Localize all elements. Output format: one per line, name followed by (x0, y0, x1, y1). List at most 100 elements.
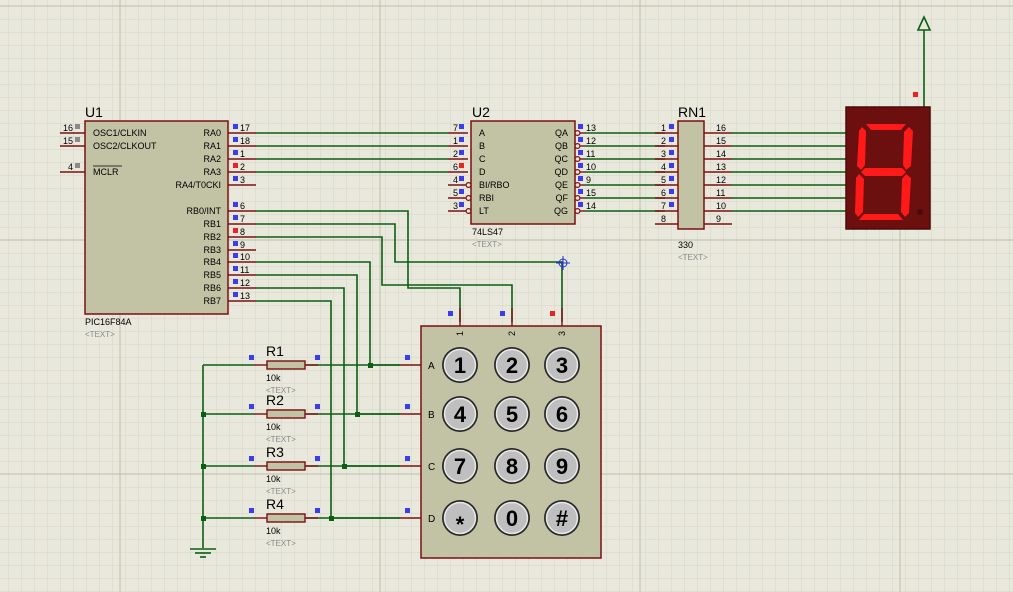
u1-pin-marker (233, 137, 238, 142)
u1-text-placeholder: <TEXT> (85, 330, 115, 339)
key-label: 4 (454, 402, 467, 427)
u2-pin-name: QB (555, 141, 568, 151)
keypad-pin-marker (405, 355, 410, 360)
key-button[interactable]: # (544, 500, 580, 536)
key-button[interactable]: 5 (494, 396, 530, 432)
u2-pin-number: 10 (586, 162, 596, 172)
u1-pin-marker (233, 176, 238, 181)
key-button[interactable]: 0 (494, 500, 530, 536)
u2-pin-name: QG (554, 206, 568, 216)
key-label: 5 (506, 402, 518, 427)
resistor-text-placeholder: <TEXT> (266, 539, 296, 548)
rn1-pin-number: 10 (716, 201, 726, 211)
u2-pin-name: A (479, 128, 485, 138)
seven-segment-display[interactable] (845, 106, 931, 230)
resistor-value-label: 10k (266, 373, 281, 383)
resistor-body (266, 360, 306, 370)
resistor-pin-marker (315, 456, 320, 461)
key-button[interactable]: 1 (442, 347, 478, 383)
keypad-column-label: 3 (557, 331, 567, 336)
key-button[interactable]: 4 (442, 396, 478, 432)
u2-pin-name: BI/RBO (479, 180, 510, 190)
u2-inverter-bubble (574, 169, 581, 176)
resistor-pin-marker (315, 508, 320, 513)
resistor-value-label: 10k (266, 526, 281, 536)
u1-pin-name: RA2 (203, 154, 221, 164)
u1-pin-name: RB3 (203, 245, 221, 255)
u2-inverter-bubble (574, 195, 581, 202)
crosshair-cursor-icon (556, 256, 570, 270)
display-common-pin-marker (913, 92, 918, 97)
u2-pin-marker (459, 124, 464, 129)
rn1-pin-number: 2 (661, 136, 666, 146)
u2-pin-marker (578, 124, 583, 129)
keypad-row-label: D (428, 514, 435, 525)
u1-pin-number: 18 (240, 136, 250, 146)
u2-pin-marker (578, 163, 583, 168)
key-button[interactable]: 3 (544, 347, 580, 383)
rn1-pin-marker (669, 150, 674, 155)
u2-part-label: 74LS47 (472, 227, 503, 237)
rn1-pin-number: 16 (716, 123, 726, 133)
rn1-pin-number: 1 (661, 123, 666, 133)
u1-pin-name: RB2 (203, 232, 221, 242)
u2-pin-name: LT (479, 206, 489, 216)
u2-pin-marker (578, 189, 583, 194)
u2-inverter-bubble (574, 143, 581, 150)
u2-inverter-bubble (465, 195, 472, 202)
u1-pin-name: RB7 (203, 296, 221, 306)
resistor-pin-marker (249, 508, 254, 513)
display-segment (866, 124, 906, 130)
u2-pin-name: QC (555, 154, 569, 164)
u1-pin-name: RB6 (203, 283, 221, 293)
resistor-pin-marker (249, 404, 254, 409)
ground-symbol[interactable] (190, 548, 216, 558)
keypad-row-label: C (428, 462, 435, 473)
u1-pin-name: RA1 (203, 141, 221, 151)
resistor-ref-label: R3 (266, 444, 284, 460)
rn1-pin-number: 8 (661, 214, 666, 224)
u2-pin-marker (459, 202, 464, 207)
rn1-pin-number: 7 (661, 201, 666, 211)
key-button-face (495, 348, 529, 382)
key-button-face (443, 449, 477, 483)
key-button[interactable]: 2 (494, 347, 530, 383)
u2-pin-marker (578, 176, 583, 181)
key-button[interactable]: * (442, 500, 478, 537)
key-label: # (556, 506, 568, 531)
key-button[interactable]: 8 (494, 448, 530, 484)
rn1-pin-marker (669, 124, 674, 129)
rn1-value-label: 330 (678, 240, 693, 250)
u1-body (84, 120, 229, 315)
u1-pin-number: 17 (240, 123, 250, 133)
keypad-pin-marker (448, 311, 453, 316)
u2-pin-marker (459, 176, 464, 181)
key-button[interactable]: 9 (544, 448, 580, 484)
u1-pin-number: 6 (240, 201, 245, 211)
u1-pin-name: RB4 (203, 257, 221, 267)
power-terminal-icon[interactable] (916, 15, 932, 31)
keypad-pin-marker (500, 311, 505, 316)
u1-pin-marker (233, 279, 238, 284)
u1-pin-name: RB1 (203, 219, 221, 229)
u1-pin-marker (233, 150, 238, 155)
u1-ref-label: U1 (85, 104, 103, 120)
key-button-face (443, 348, 477, 382)
u2-pin-name: RBI (479, 193, 494, 203)
key-button[interactable]: 7 (442, 448, 478, 484)
display-segment (861, 168, 906, 176)
u2-body (470, 120, 576, 225)
u1-pin-number: 12 (240, 278, 250, 288)
rn1-pin-number: 9 (716, 214, 721, 224)
u1-pin-number: 10 (240, 252, 250, 262)
key-button[interactable]: 6 (544, 396, 580, 432)
